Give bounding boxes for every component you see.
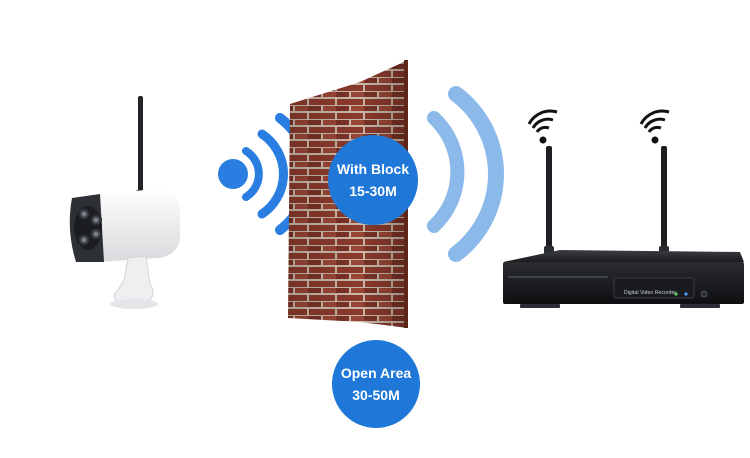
wifi-waves-icon xyxy=(427,86,504,262)
nvr-antenna-left xyxy=(544,146,554,258)
camera-antenna xyxy=(138,96,143,200)
with-block-badge: With Block 15-30M xyxy=(328,135,418,225)
camera-body xyxy=(96,188,180,262)
wifi-camera xyxy=(69,96,180,309)
nvr-model-label: Digital Video Recorder xyxy=(624,290,677,296)
nvr-front-panel xyxy=(613,277,695,299)
open-area-badge: Open Area 30-50M xyxy=(332,340,420,428)
camera-ir-led xyxy=(78,208,90,220)
nvr-recorder xyxy=(503,250,744,308)
antenna-wifi-icon xyxy=(639,109,670,144)
open-area-label: Open Area xyxy=(340,365,412,381)
with-block-label: With Block xyxy=(336,161,410,177)
open-area-range: 30-50M xyxy=(352,387,400,403)
camera-mount xyxy=(113,255,154,303)
open-area-badge-bg xyxy=(332,340,420,428)
with-block-badge-bg xyxy=(328,135,418,225)
antenna-wifi-icon xyxy=(527,109,558,144)
nvr-antenna-right xyxy=(659,146,669,258)
with-block-range: 15-30M xyxy=(349,183,397,199)
nvr-power-button xyxy=(700,290,708,298)
nvr-status-led xyxy=(674,292,678,296)
